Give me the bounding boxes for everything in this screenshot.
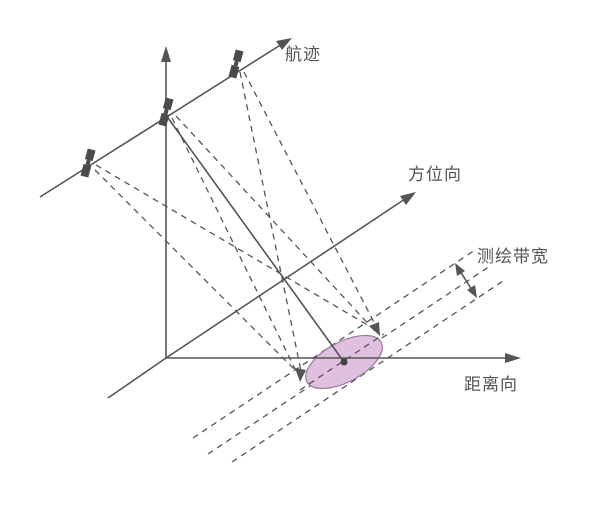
vertical-axis [161, 46, 171, 358]
track-label: 航迹 [285, 45, 321, 65]
satellite-icon [158, 97, 174, 127]
swath-width-label: 测绘带宽 [477, 247, 549, 267]
arrowhead-icon [276, 38, 292, 50]
arrowhead-icon [161, 46, 171, 62]
arrowhead-icon [400, 192, 416, 205]
satellite-icon [228, 49, 244, 79]
azimuth-label: 方位向 [408, 165, 462, 185]
ground-axis-extension [107, 357, 167, 399]
beam-center-point [340, 358, 348, 366]
azimuth-axis [165, 192, 416, 359]
beam-center-line [167, 117, 345, 363]
swath-width-arrow [455, 263, 477, 298]
range-axis [166, 353, 521, 363]
beam-lines [94, 71, 379, 377]
satellite-icon [80, 148, 96, 178]
beam-edge-arrow-icon [295, 368, 306, 382]
arrowhead-icon [505, 353, 521, 363]
range-label: 距离向 [464, 375, 518, 395]
beam-edge-arrow-icon [369, 322, 380, 336]
